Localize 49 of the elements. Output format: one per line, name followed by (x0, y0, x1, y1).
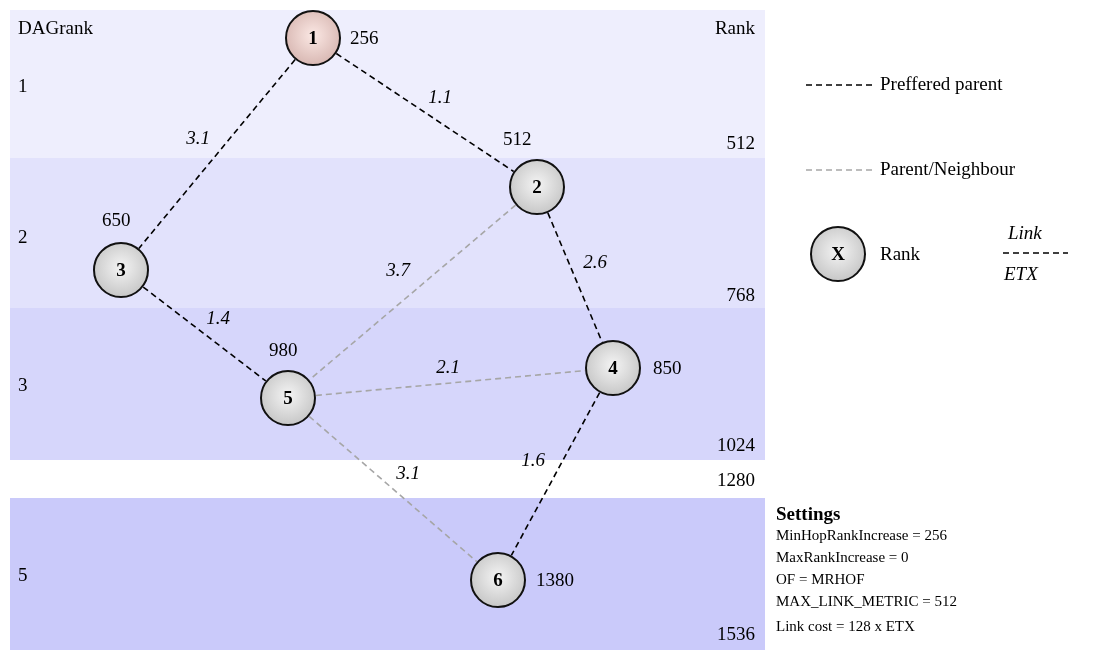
rank-value: 256 (350, 27, 379, 49)
node-number: X (831, 243, 845, 265)
node-number: 5 (283, 387, 293, 409)
axis-heading: DAGrank (18, 17, 93, 39)
rank-threshold: 1024 (717, 434, 755, 456)
dag-rank-number: 5 (18, 564, 28, 586)
rank-value: Rank (880, 243, 921, 265)
node-number: 1 (308, 27, 318, 49)
settings-line: MAX_LINK_METRIC = 512 (776, 593, 957, 610)
dag-rank-number: 3 (18, 374, 28, 396)
rank-value: 980 (269, 339, 298, 361)
node-number: 4 (608, 357, 618, 379)
node-number: 6 (493, 569, 503, 591)
rank-value: 512 (503, 128, 532, 150)
settings-line: OF = MRHOF (776, 571, 865, 588)
dashed-connector (142, 286, 267, 382)
edge-label: 2.6 (583, 251, 607, 273)
settings-line: MaxRankIncrease = 0 (776, 549, 909, 566)
edge-label: 1.1 (428, 86, 452, 108)
dag-rank-number: 1 (18, 75, 28, 97)
rank-threshold: 1536 (717, 623, 755, 645)
legend-label: Preffered parent (880, 73, 1003, 95)
edge-label: 1.4 (206, 307, 230, 329)
legend-label: Parent/Neighbour (880, 158, 1016, 180)
fraction-term: Link (1008, 222, 1042, 244)
edge-label: 3.7 (386, 259, 410, 281)
edge-label: 2.1 (436, 356, 460, 378)
dashed-connector (138, 58, 296, 250)
rank-threshold: 768 (726, 284, 755, 306)
fraction-term: ETX (1004, 263, 1038, 285)
edge-label: 3.1 (396, 462, 420, 484)
rank-value: 1380 (536, 569, 574, 591)
edge-label: 1.6 (521, 449, 545, 471)
rank-threshold: 512 (726, 132, 755, 154)
dag-rank-number: 2 (18, 226, 28, 248)
settings-line: Link cost = 128 x ETX (776, 618, 915, 635)
node-number: 3 (116, 259, 126, 281)
settings-line: MinHopRankIncrease = 256 (776, 527, 947, 544)
dashed-connector (335, 52, 515, 173)
rank-value: 850 (653, 357, 682, 379)
rank-threshold: 1280 (717, 469, 755, 491)
node-number: 2 (532, 176, 542, 198)
dashed-connector (308, 415, 478, 563)
dashed-connector (510, 391, 601, 557)
node-circle (810, 226, 866, 282)
settings-heading: Settings (776, 503, 841, 525)
edge-label: 3.1 (186, 127, 210, 149)
axis-heading: Rank (714, 17, 755, 39)
rank-value: 650 (102, 209, 131, 231)
